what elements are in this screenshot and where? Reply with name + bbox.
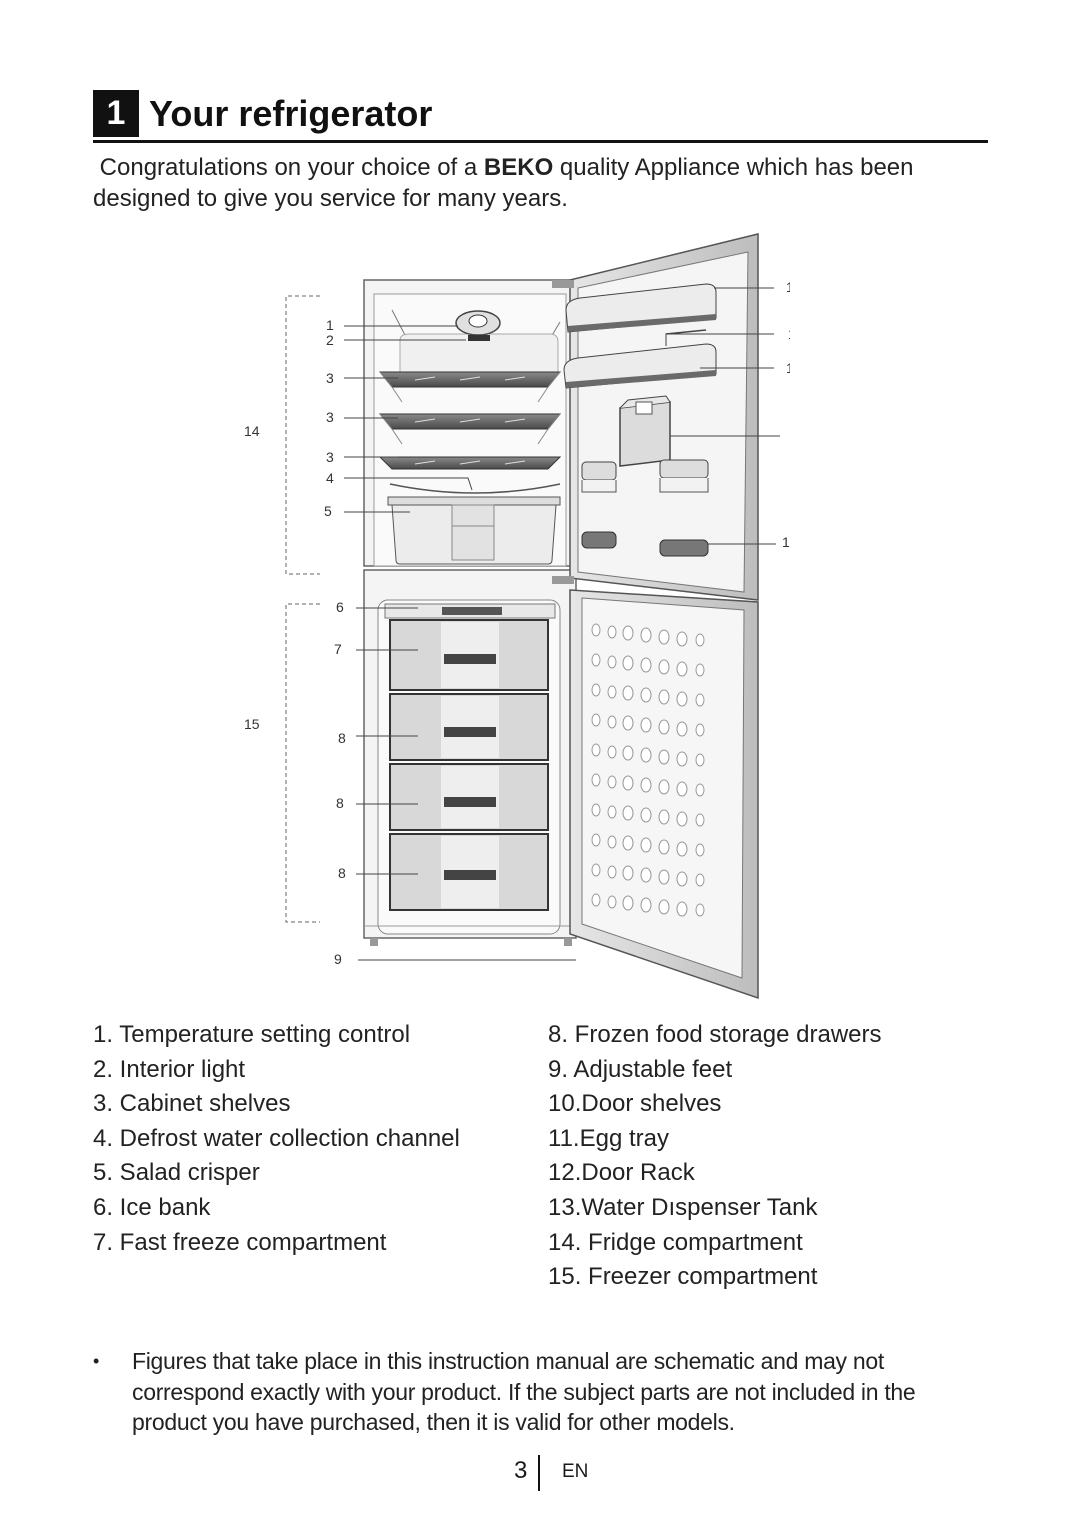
egg-tray [665,329,707,335]
callout-8b: 8 [336,795,344,811]
door-racks [581,459,709,557]
callout-6: 6 [336,599,344,615]
callout-2: 2 [326,332,334,348]
freezer-door-dimples [591,623,705,917]
freezer-drawers [389,619,549,911]
legend-item: 14. Fridge compartment [548,1228,803,1256]
temperature-control [455,310,501,341]
legend-item: 10.Door shelves [548,1090,722,1118]
callout-3a: 3 [326,370,334,386]
language-code: EN [562,1461,589,1482]
compartment-brackets [285,295,320,923]
water-dispenser-tank [619,395,671,467]
callout-5: 5 [324,503,332,519]
callout-4: 4 [326,470,334,486]
legend-item: 1. Temperature setting control [93,1021,411,1048]
bullet-icon: • [93,1351,100,1371]
schematic-note: • Figures that take place in this instru… [93,1346,983,1438]
callout-10b: 10 [786,360,790,376]
legend-right: 8. Frozen food storage drawers 9. Adjust… [548,1018,882,1295]
ice-bank [384,603,556,619]
intro-paragraph: Congratulations on your choice of a BEKO… [93,152,993,214]
callout-12: 12 [782,534,790,550]
page-number: 3 [514,1457,528,1484]
legend-item: 3. Cabinet shelves [93,1090,291,1118]
callout-3c: 3 [326,449,334,465]
legend-item: 11.Egg tray [548,1124,669,1152]
callout-10a: 10 [786,279,790,295]
callout-8c: 8 [338,865,346,881]
section-number: 1 [93,90,139,137]
door-shelves [563,283,717,389]
callout-7: 7 [334,641,342,657]
legend-item: 15. Freezer compartment [548,1263,818,1291]
footer-divider [538,1455,540,1491]
legend-left: 1. Temperature setting control 2. Interi… [93,1018,460,1260]
callout-11: 11 [788,326,790,342]
legend-item: 5. Salad crisper [93,1159,260,1187]
legend-item: 4. Defrost water collection channel [93,1124,460,1152]
callout-1: 1 [326,317,334,333]
callout-8a: 8 [338,730,346,746]
brand-name: BEKO [483,154,554,181]
callout-15: 15 [244,716,260,732]
callout-3b: 3 [326,409,334,425]
legend-item: 12.Door Rack [548,1159,695,1187]
freezer-door [569,589,759,1000]
section-title: Your refrigerator [149,93,433,134]
intro-text-before: Congratulations on your choice of a [99,154,484,181]
cabinet-shelves [378,371,562,470]
refrigerator-diagram: 1 2 3 3 3 4 5 6 7 8 8 8 9 10 11 10 13 12… [244,233,790,1000]
legend-item: 7. Fast freeze compartment [93,1228,387,1256]
callout-14: 14 [244,423,260,439]
legend-item: 6. Ice bank [93,1193,211,1221]
salad-crisper [387,496,561,565]
legend-item: 2. Interior light [93,1055,246,1083]
note-text: Figures that take place in this instruct… [132,1348,916,1435]
intro-text-after: quality Appliance which has been designe… [93,154,914,212]
page-footer: 3 EN [514,1455,634,1495]
legend-item: 13.Water Dıspenser Tank [548,1193,818,1221]
legend-item: 9. Adjustable feet [548,1055,733,1083]
callout-9: 9 [334,951,342,967]
callout-lines [344,287,780,961]
defrost-channel [389,483,561,494]
section-header: 1 Your refrigerator [93,90,988,143]
legend-item: 8. Frozen food storage drawers [548,1021,882,1048]
